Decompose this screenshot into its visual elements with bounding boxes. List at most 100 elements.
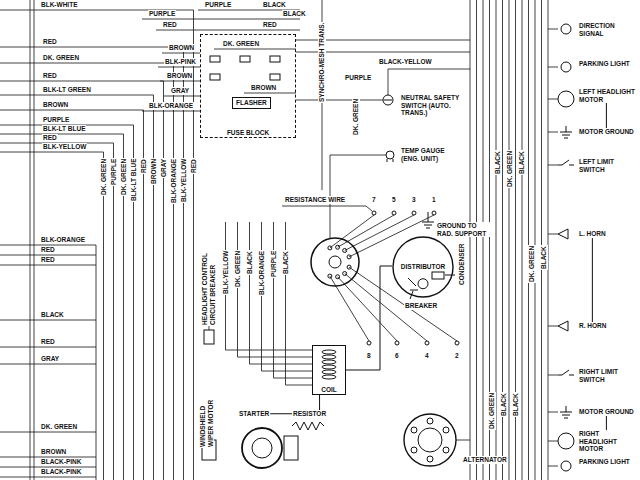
wire-color-label: BLK-PINK (164, 58, 197, 66)
wire-color-label: BLACK (540, 245, 548, 270)
component-name: WINDSHIELD WIPER MOTOR (199, 386, 214, 448)
wire (96, 245, 97, 480)
starter-solenoid (284, 436, 298, 460)
terminal-dot (372, 211, 376, 215)
wire (238, 222, 313, 357)
terminal-dot (412, 211, 416, 215)
pin-number: 3 (411, 196, 417, 204)
wire-color-label: BLACK-YELLOW (378, 58, 433, 66)
wire-color-label: RED (42, 134, 58, 142)
component-name: RIGHT HEADLIGHT MOTOR (578, 430, 636, 453)
wire-color-label: BLK-LT GREEN (42, 86, 92, 94)
wire-color-label: PURPLE (204, 1, 232, 9)
wire-color-label: BLK-YELLOW (180, 158, 188, 203)
alternator-winding (443, 447, 449, 453)
wire-color-label: DK. GREEN (528, 245, 536, 283)
breaker-points (408, 278, 418, 290)
fuse-symbol (240, 56, 250, 62)
motor-symbol (558, 433, 574, 449)
ground-label: MOTOR GROUND (578, 408, 635, 416)
wire (0, 110, 144, 480)
horn-symbol (558, 321, 568, 331)
horn-label: R. HORN (578, 322, 607, 330)
distributor-cap-outline (393, 237, 453, 297)
wire-harness (0, 0, 558, 480)
alternator-label: ALTERNATOR (462, 456, 508, 464)
wire-color-label: BLK-YELLOW (222, 250, 230, 295)
component-name: TEMP GAUGE (ENG. UNIT) (400, 147, 462, 162)
component-name: L. HORN (578, 230, 607, 238)
wire (250, 222, 313, 364)
pin-number: 4 (424, 352, 430, 360)
switch-label: LEFT LIMIT SWITCH (578, 158, 636, 173)
wire-color-label: RED (42, 72, 58, 80)
wire-color-label: DK. GREEN (488, 392, 496, 430)
component-name: R. HORN (578, 322, 607, 330)
wire-color-label: DK. GREEN (42, 54, 80, 62)
wire-connector (319, 395, 320, 410)
wire-color-label: GRAY (160, 158, 168, 178)
connector-pin (328, 246, 332, 250)
limit-switch-symbol (558, 160, 574, 165)
connector-pin (343, 271, 347, 275)
component-name: STARTER (238, 410, 270, 418)
wire-color-label: BLACK (500, 392, 508, 417)
wire (548, 375, 558, 376)
wire (0, 265, 96, 266)
horn-label: L. HORN (578, 230, 607, 238)
wire (548, 165, 558, 166)
wire (164, 96, 200, 97)
wire (0, 432, 96, 433)
motor-label: RIGHT HEADLIGHT MOTOR (578, 430, 636, 453)
circuit-breaker-symbol (204, 330, 214, 344)
motor-symbol (558, 91, 574, 107)
component-label: CONDENSER (458, 242, 466, 286)
terminal-dot (395, 341, 399, 345)
wire (274, 222, 313, 378)
connectors (270, 103, 606, 430)
wire (296, 100, 383, 101)
wire (548, 99, 558, 100)
wire-color-label: DK. GREEN (120, 158, 128, 196)
terminal-dot (392, 211, 396, 215)
component-name: DISTRIBUTOR (400, 263, 446, 271)
wire (388, 69, 470, 95)
wire (496, 0, 497, 480)
wire-color-label: GRAY (170, 87, 190, 95)
wire (162, 53, 200, 54)
distributor-cap: DISTRIBUTOR (392, 236, 454, 298)
wire (160, 81, 200, 82)
gauge-label: TEMP GAUGE (ENG. UNIT) (400, 147, 462, 162)
pin-number: 6 (394, 352, 400, 360)
leader-line (445, 275, 455, 276)
wire-color-label: BLK-YELLOW (42, 143, 87, 151)
wire-connector (606, 416, 607, 431)
lamp-symbol (561, 62, 571, 72)
wire-color-label: RED (262, 21, 278, 29)
wire (548, 466, 558, 467)
pin-number: 1 (431, 196, 437, 204)
terminal-dot (367, 341, 371, 345)
component-name: PARKING LIGHT (578, 60, 631, 68)
wire-color-label: BROWN (168, 44, 195, 52)
wire-color-label: RED (162, 21, 178, 29)
pin-number: 2 (454, 352, 460, 360)
bulkhead-connector (311, 238, 359, 286)
alternator-winding (443, 427, 449, 433)
component-symbols (202, 24, 574, 471)
wire (226, 222, 313, 350)
wire (509, 0, 510, 480)
terminal-dot (432, 211, 436, 215)
component-name: MOTOR GROUND (578, 408, 635, 416)
component-label: SYNCHRO-MESH TRANS. (318, 22, 326, 103)
wire (330, 215, 374, 248)
wire (456, 440, 470, 441)
wire-color-label: BROWN (42, 101, 69, 109)
wire-color-label: RED (40, 338, 56, 346)
wire (541, 0, 542, 480)
lamp-label: DIRECTION SIGNAL (578, 22, 636, 37)
connector-hub (329, 256, 341, 268)
coil-winding (322, 355, 336, 359)
wire-color-label: BLACK (518, 150, 526, 175)
wire-color-label: BLK-ORANGE (258, 250, 266, 296)
